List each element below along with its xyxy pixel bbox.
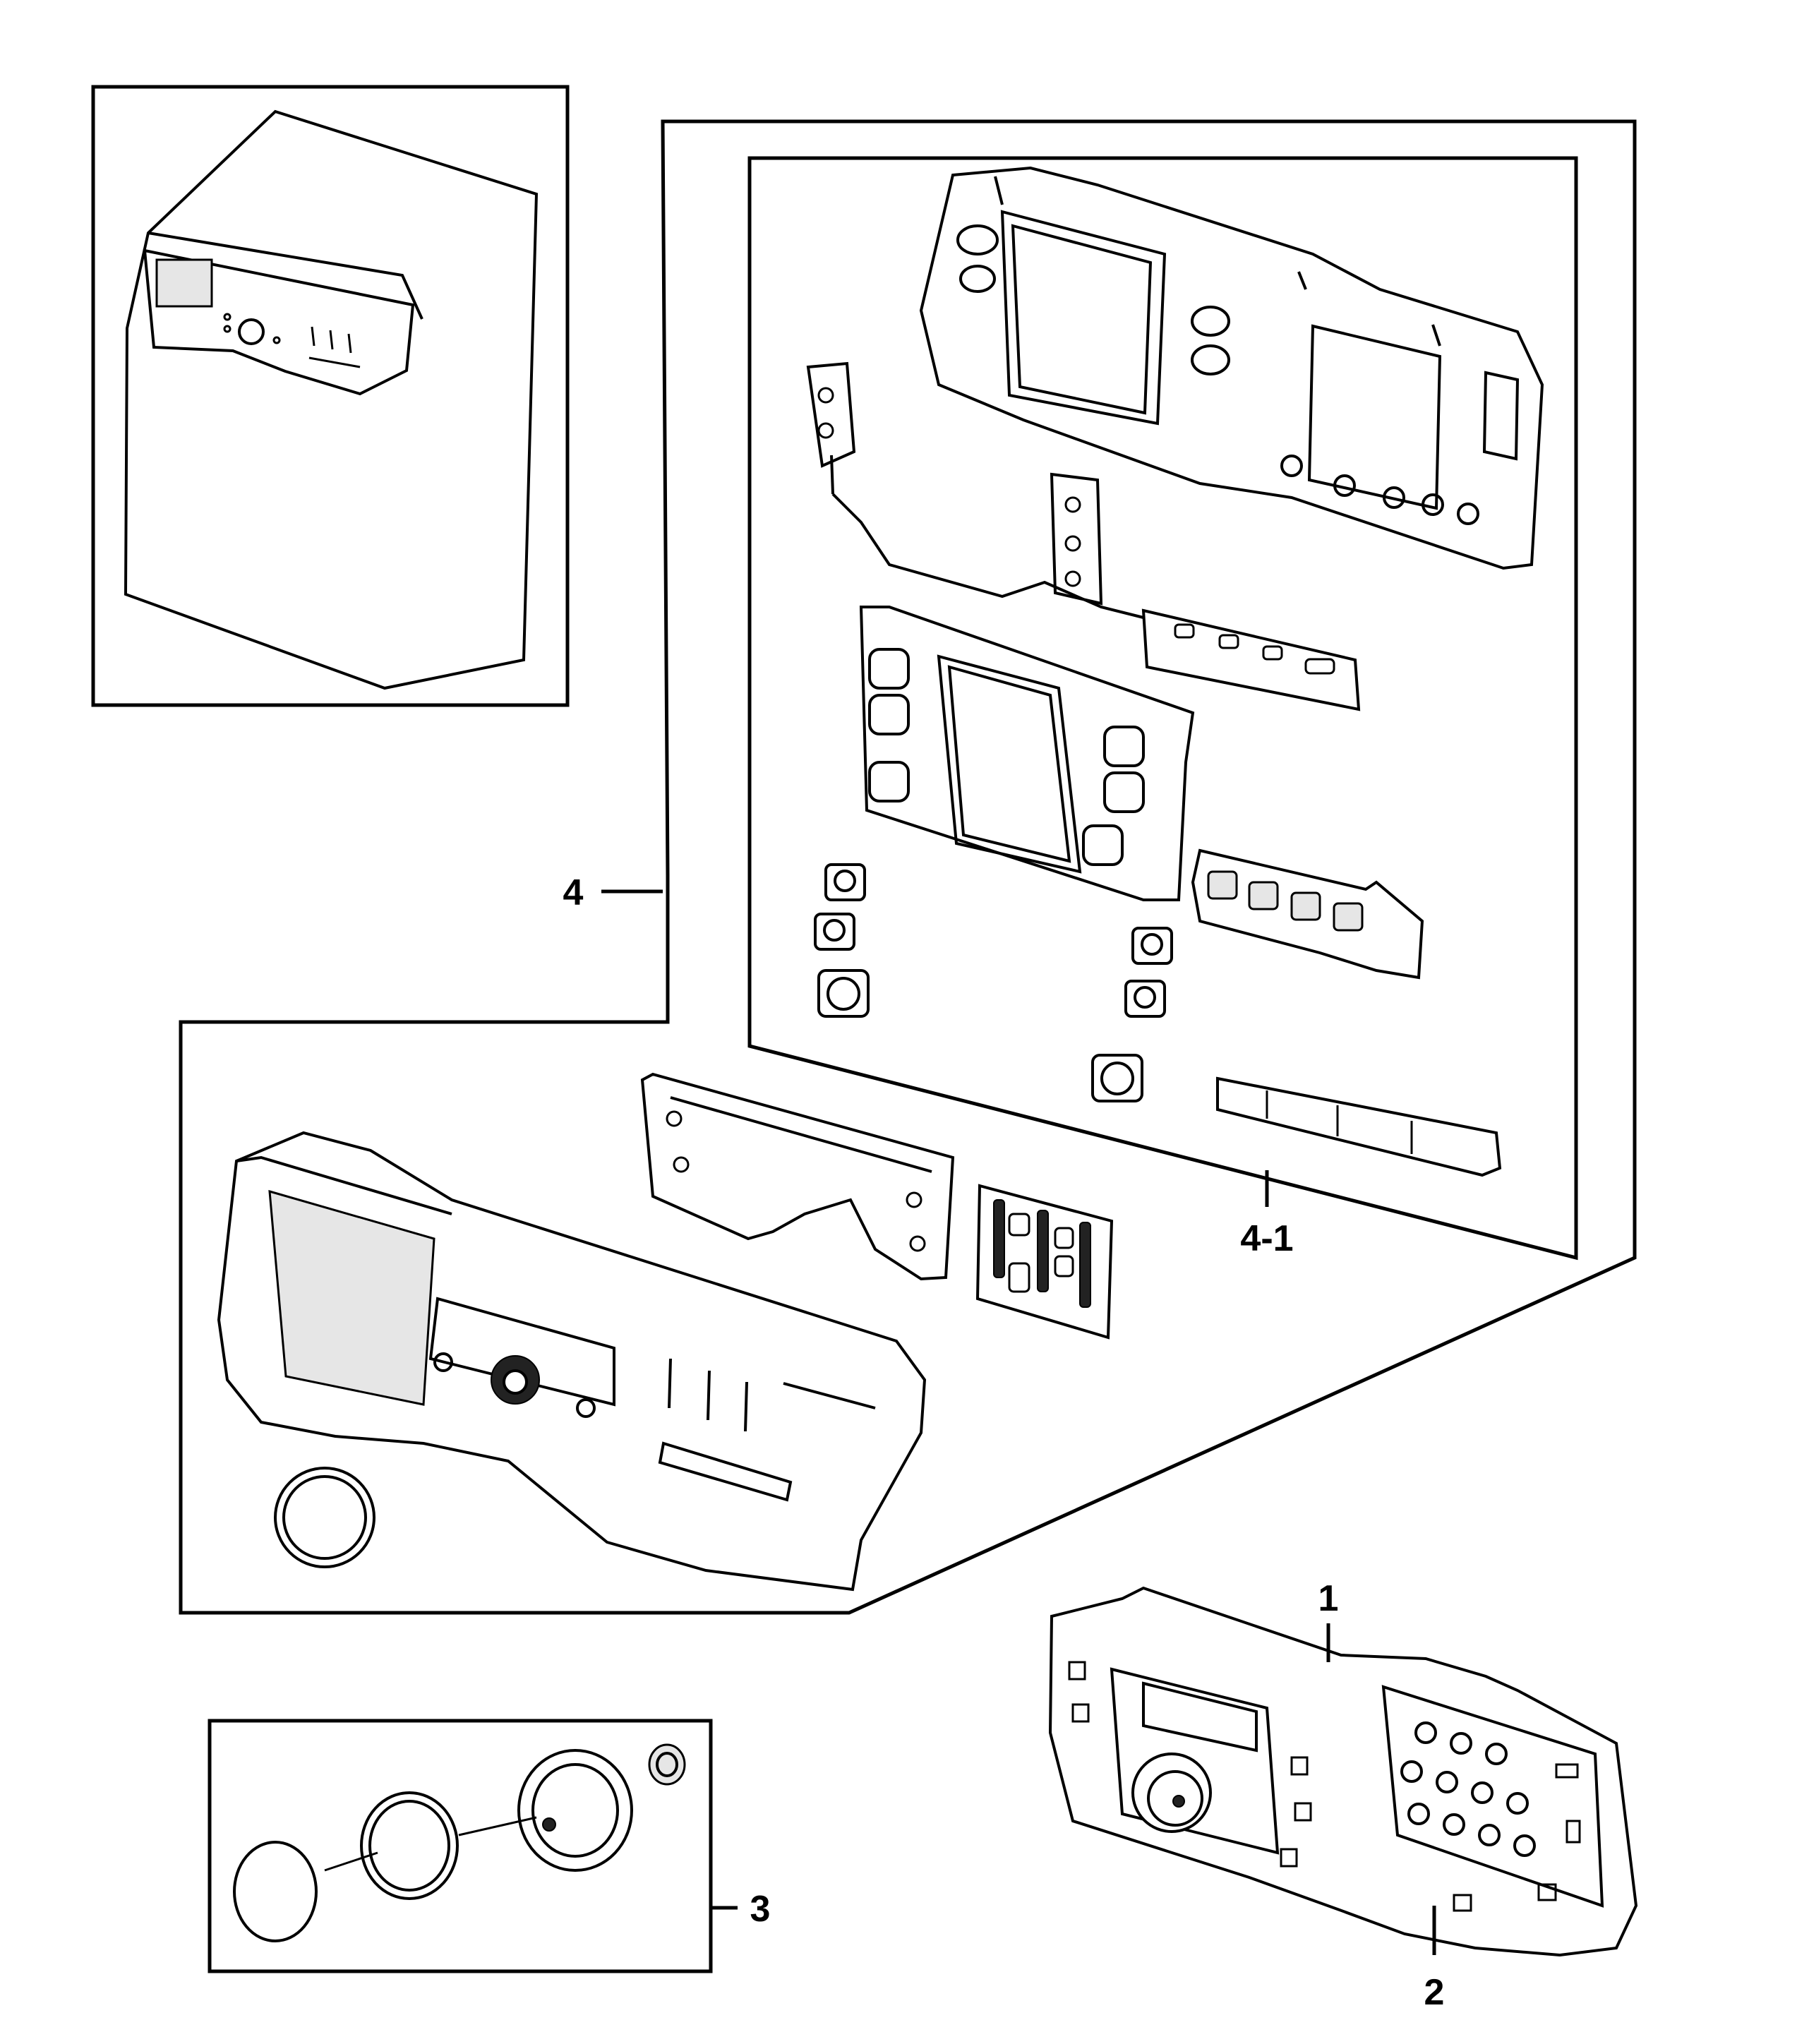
display-window-frame [640, 1072, 955, 1281]
knob-ring [360, 1791, 459, 1900]
part-1-label: 1 [1318, 1578, 1339, 1619]
knob-cap [233, 1841, 318, 1942]
control-panel-assembly: 4 4-1 [179, 119, 1637, 1615]
knob-kit-frame [208, 1719, 713, 1973]
washer-overview [91, 85, 570, 707]
dial-ring [274, 1467, 375, 1568]
part-4-label: 4 [563, 872, 584, 913]
knob-spring [648, 1743, 686, 1786]
tact-switches [814, 863, 1173, 1102]
light-guide-bar [1216, 1076, 1502, 1177]
subassembly-frame [747, 156, 1578, 1261]
part-2-label: 2 [1424, 1972, 1445, 2013]
control-panel-front [217, 1131, 927, 1592]
indicator-panel [975, 1184, 1114, 1340]
button-gasket [859, 606, 1195, 901]
washer-overview-frame [91, 85, 570, 707]
pcb-mounting-bracket [919, 166, 1544, 570]
pcb-1 [1068, 1661, 1312, 1868]
part-4-1-label: 4-1 [1240, 1218, 1293, 1259]
knob-body [517, 1749, 633, 1872]
washer-cabinet [124, 109, 539, 690]
switch-pcb-strip [1191, 848, 1424, 980]
part-3-label: 3 [750, 1889, 771, 1930]
main-pcb-assembly: 1 2 [1048, 1578, 1638, 2013]
led-wire-harness [806, 361, 1361, 711]
knob-kit: 3 [208, 1719, 771, 1973]
pcb-2 [1381, 1685, 1604, 1912]
assembly-outline [179, 119, 1637, 1615]
